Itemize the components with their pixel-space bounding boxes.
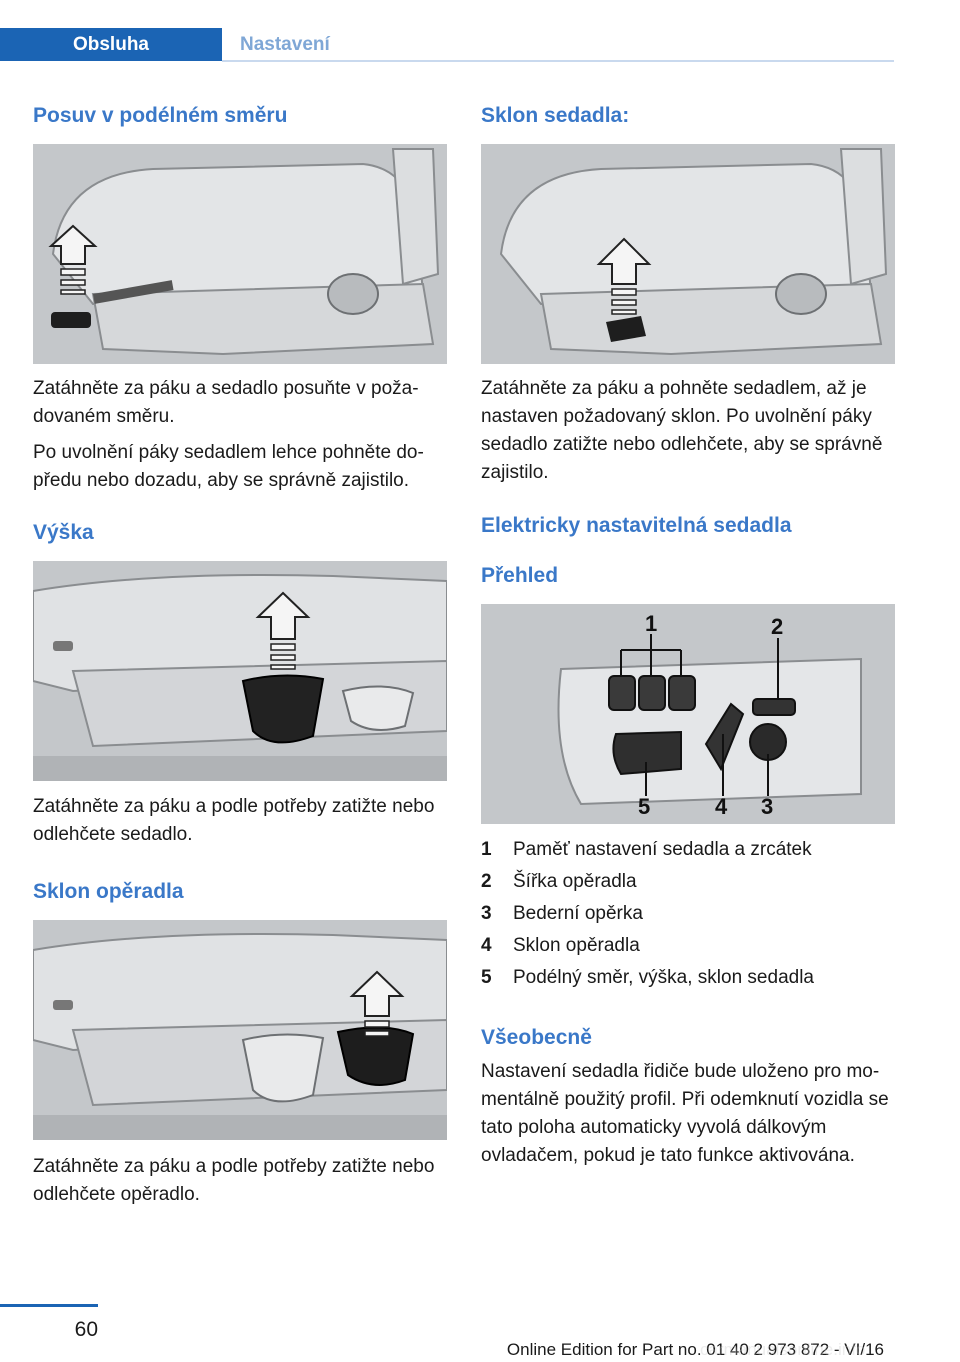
figure-seat-height	[33, 561, 447, 781]
legend-text: Bederní opěrka	[513, 903, 643, 924]
paragraph: Zatáhněte za páku a podle potřeby zatižt…	[33, 796, 435, 845]
legend-text: Paměť nastavení sedadla a zrcátek	[513, 839, 812, 860]
legend-list: 1 Paměť nastavení sedadla a zrcátek 2 Ší…	[481, 834, 895, 994]
text-sklon-sedadla: Zatáhněte za páku a pohněte sedadlem, až…	[481, 375, 895, 495]
legend-text: Sklon opěradla	[513, 935, 640, 956]
legend-number: 3	[481, 903, 492, 924]
edition-note: Online Edition for Part no. 01 40 2 973 …	[506, 1340, 884, 1359]
paragraph: Zatáhněte za páku a pohněte sedadlem, až…	[481, 378, 883, 483]
header-divider	[222, 60, 894, 62]
callout-1: 1	[645, 611, 657, 636]
text-posuv: Zatáhněte za páku a sedadlo posuňte v po…	[33, 375, 447, 503]
heading-elektricky: Elektricky nastavitelná sedadla	[481, 514, 792, 537]
legend-number: 1	[481, 839, 492, 860]
legend-number: 2	[481, 871, 492, 892]
text-vyska: Zatáhněte za páku a podle potřeby zatižt…	[33, 793, 447, 857]
list-item: 1 Paměť nastavení sedadla a zrcátek	[481, 834, 895, 866]
legend-text: Podélný směr, výška, sklon sedadla	[513, 967, 814, 988]
heading-posuv: Posuv v podélném směru	[33, 104, 288, 127]
figure-seat-controls: 1 2 5 4 3	[481, 604, 895, 824]
text-vseobecne: Nastavení sedadla řidiče bude uloženo pr…	[481, 1058, 895, 1178]
page-number: 60	[74, 1318, 98, 1341]
callout-4: 4	[715, 794, 728, 819]
figure-seat-tilt	[481, 144, 895, 364]
text-sklon-operadla: Zatáhněte za páku a podle potřeby zatižt…	[33, 1153, 447, 1217]
list-item: 2 Šířka opěradla	[481, 866, 895, 898]
legend-number: 5	[481, 967, 492, 988]
heading-vseobecne: Všeobecně	[481, 1026, 592, 1049]
legend-number: 4	[481, 935, 492, 956]
heading-sklon-operadla: Sklon opěradla	[33, 880, 184, 903]
tab-nastaveni[interactable]: Nastavení	[240, 33, 330, 55]
paragraph: Po uvolnění páky sedadlem lehce pohněte …	[33, 442, 424, 491]
figure-seat-backrest	[33, 920, 447, 1140]
paragraph: Zatáhněte za páku a podle potřeby zatižt…	[33, 1156, 435, 1205]
list-item: 5 Podélný směr, výška, sklon sedadla	[481, 962, 895, 994]
callout-3: 3	[761, 794, 773, 819]
figure-seat-longitudinal	[33, 144, 447, 364]
list-item: 3 Bederní opěrka	[481, 898, 895, 930]
callout-2: 2	[771, 614, 783, 639]
tab-obsluha[interactable]: Obsluha	[0, 28, 222, 61]
paragraph: Nastavení sedadla řidiče bude uloženo pr…	[481, 1061, 889, 1166]
heading-sklon-sedadla: Sklon sedadla:	[481, 104, 630, 127]
heading-prehled: Přehled	[481, 564, 559, 587]
paragraph: Zatáhněte za páku a sedadlo posuňte v po…	[33, 378, 419, 427]
callout-5: 5	[638, 794, 650, 819]
footer-accent	[0, 1304, 98, 1307]
legend-text: Šířka opěradla	[513, 871, 637, 892]
list-item: 4 Sklon opěradla	[481, 930, 895, 962]
watermark: carmanualsonline.info	[700, 1340, 866, 1359]
heading-vyska: Výška	[33, 521, 94, 544]
